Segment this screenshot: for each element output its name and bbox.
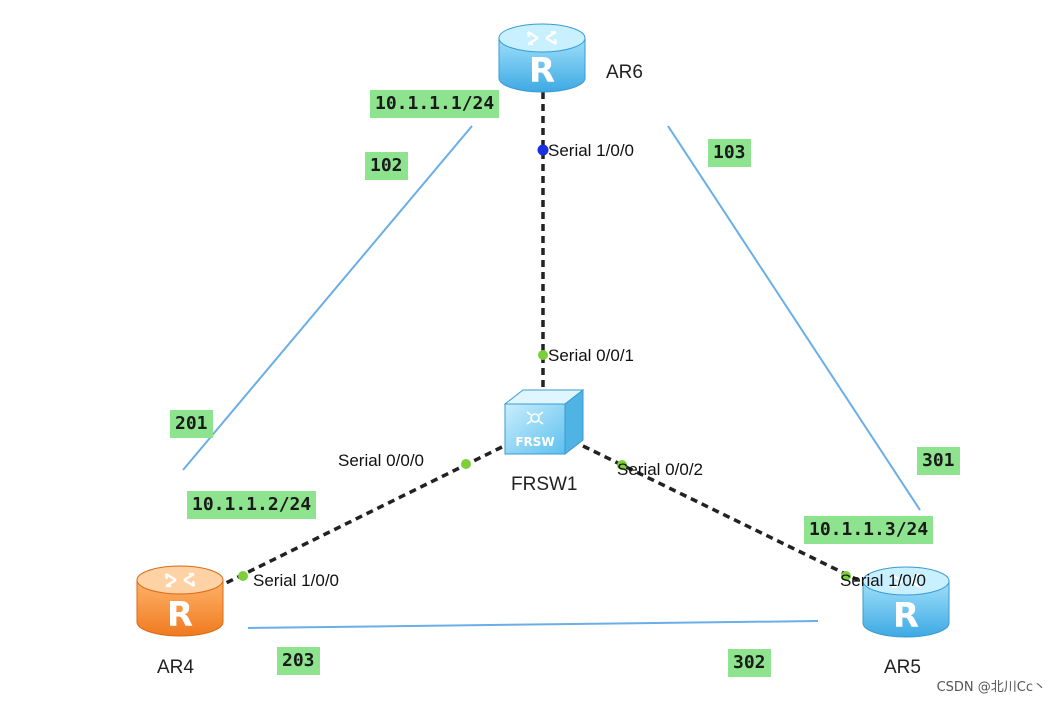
port-dot-frsw-left[interactable] — [461, 459, 471, 469]
port-dot-frsw-top[interactable] — [538, 350, 548, 360]
svg-text:R: R — [893, 596, 919, 636]
router-ar4[interactable]: R — [136, 565, 224, 637]
frame-relay-switch-icon: FRSW — [503, 388, 585, 456]
port-dot-frsw-right[interactable] — [617, 460, 627, 470]
device-label-ar6: AR6 — [606, 62, 643, 83]
port-label-ar6-serial: Serial 1/0/0 — [548, 141, 634, 160]
router-icon: R — [862, 566, 950, 638]
link-frsw1-ar4 — [223, 445, 503, 586]
ip-address-ar5: 10.1.1.3/24 — [804, 516, 934, 544]
svg-text:R: R — [529, 51, 555, 91]
dlci-301: 301 — [917, 447, 960, 475]
dlci-102: 102 — [365, 152, 408, 180]
ip-address-ar4: 10.1.1.2/24 — [187, 491, 317, 519]
port-dot-ar6-serial[interactable] — [537, 144, 549, 156]
frame-relay-switch-frsw1[interactable]: FRSW — [503, 388, 585, 456]
port-label-ar4-serial: Serial 1/0/0 — [253, 571, 339, 590]
pvc-line-103-301 — [667, 125, 921, 511]
pvc-line-203-302 — [247, 620, 819, 629]
port-label-frsw-top: Serial 0/0/1 — [548, 346, 634, 365]
dlci-302: 302 — [728, 649, 771, 677]
device-label-ar5: AR5 — [884, 657, 921, 678]
router-ar6[interactable]: R — [498, 23, 586, 93]
device-label-frsw1: FRSW1 — [511, 474, 578, 495]
frsw-icon-text: FRSW — [515, 435, 554, 449]
dlci-203: 203 — [277, 647, 320, 675]
watermark: CSDN @北川Cc丶 — [936, 680, 1046, 695]
device-label-ar4: AR4 — [157, 657, 194, 678]
link-frsw1-ar5 — [582, 444, 859, 582]
dlci-103: 103 — [708, 139, 751, 167]
pvc-line-102-201 — [182, 125, 473, 471]
svg-text:R: R — [167, 595, 193, 635]
router-icon: R — [498, 23, 586, 93]
port-dot-ar5-serial[interactable] — [841, 571, 851, 581]
dlci-201: 201 — [170, 410, 213, 438]
port-label-frsw-left: Serial 0/0/0 — [338, 451, 424, 470]
port-dot-ar4-serial[interactable] — [238, 571, 248, 581]
port-label-frsw-right: Serial 0/0/2 — [617, 460, 703, 479]
port-label-ar5-serial: Serial 1/0/0 — [840, 571, 926, 590]
ip-address-ar6: 10.1.1.1/24 — [370, 90, 500, 118]
router-ar5[interactable]: R — [862, 566, 950, 638]
router-icon: R — [136, 565, 224, 637]
